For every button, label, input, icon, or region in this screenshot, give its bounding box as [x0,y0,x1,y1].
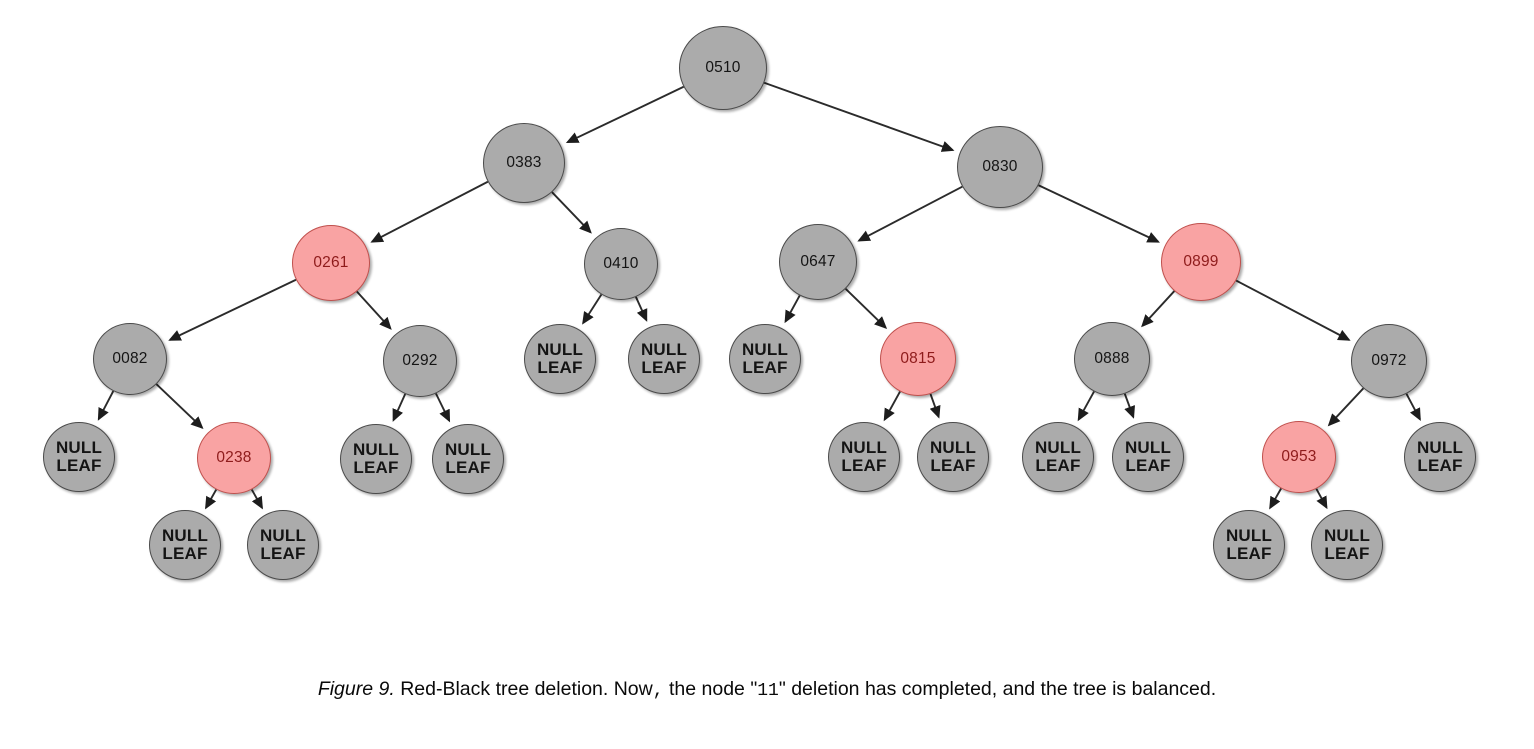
tree-node-label: 0647 [800,252,836,270]
figure-number: Figure 9 [317,678,390,700]
tree-edge [1123,393,1135,419]
tree-node-label: 0292 [402,351,438,369]
null-leaf-label: NULL LEAF [1034,437,1082,475]
tree-edge [582,294,603,325]
null-leaf-label: NULL LEAF [259,525,307,563]
tree-node-label: 0410 [603,254,639,272]
tree-edge [565,85,685,144]
tree-edge [205,489,218,510]
tree-node-0647: 0647 [779,224,857,300]
tree-node-label: 0082 [112,349,148,367]
null-leaf-node: NULL LEAF [1022,422,1094,492]
tree-node-0953: 0953 [1262,421,1336,493]
caption-quote-open: " [750,678,758,700]
caption-text-part-2: the node [663,678,751,700]
null-leaf-label: NULL LEAF [1225,525,1273,563]
tree-edges-canvas [97,81,1421,510]
null-leaf-label: NULL LEAF [840,437,888,475]
tree-edge [929,393,941,419]
caption-mono-comma: , [652,681,664,701]
tree-node-0410: 0410 [584,228,658,300]
tree-node-label: 0238 [216,448,252,466]
null-leaf-node: NULL LEAF [729,324,801,394]
caption-quote-close: " [778,678,786,700]
tree-node-0972: 0972 [1351,324,1427,398]
null-leaf-label: NULL LEAF [929,437,977,475]
tree-edge [97,390,115,421]
null-leaf-label: NULL LEAF [741,339,789,377]
null-leaf-node: NULL LEAF [247,510,319,580]
null-leaf-label: NULL LEAF [352,439,400,477]
null-leaf-label: NULL LEAF [1416,437,1464,475]
tree-node-label: 0899 [1183,252,1219,270]
tree-node-0830: 0830 [957,126,1043,208]
tree-edge [883,391,901,422]
tree-node-label: 0261 [313,253,349,271]
null-leaf-label: NULL LEAF [536,339,584,377]
null-leaf-label: NULL LEAF [1323,525,1371,563]
null-leaf-label: NULL LEAF [1124,437,1172,475]
tree-node-label: 0888 [1094,349,1130,367]
tree-node-label: 0953 [1281,447,1317,465]
caption-mono-node-value: 11 [757,681,779,701]
figure-caption: Figure 9. Red-Black tree deletion. Now, … [0,678,1534,701]
tree-edge [1038,184,1160,243]
tree-edge [551,191,592,234]
tree-node-0261: 0261 [292,225,370,301]
null-leaf-node: NULL LEAF [917,422,989,492]
null-leaf-node: NULL LEAF [149,510,221,580]
tree-node-0510: 0510 [679,26,767,110]
tree-edge [857,185,963,242]
null-leaf-label: NULL LEAF [161,525,209,563]
tree-node-0238: 0238 [197,422,271,494]
null-leaf-node: NULL LEAF [1112,422,1184,492]
tree-node-label: 0972 [1371,351,1407,369]
tree-node-0292: 0292 [383,325,457,397]
null-leaf-node: NULL LEAF [828,422,900,492]
tree-node-label: 0383 [506,153,542,171]
tree-node-label: 0510 [705,58,741,76]
tree-node-0888: 0888 [1074,322,1150,396]
null-leaf-node: NULL LEAF [340,424,412,494]
null-leaf-node: NULL LEAF [1311,510,1383,580]
tree-edge [784,295,801,324]
null-leaf-node: NULL LEAF [1404,422,1476,492]
tree-edge [356,290,392,330]
edge-group [97,81,1421,510]
tree-node-0815: 0815 [880,322,956,396]
tree-edge [370,180,489,243]
tree-node-label: 0815 [900,349,936,367]
tree-node-label: 0830 [982,157,1018,175]
tree-edge [1315,488,1328,510]
figure-number-period: . [389,678,395,700]
tree-node-0082: 0082 [93,323,167,395]
tree-edge [392,393,407,422]
tree-edge [1405,393,1421,421]
tree-edge [1327,387,1365,427]
null-leaf-node: NULL LEAF [628,324,700,394]
tree-edge [250,489,263,510]
tree-edge [1269,488,1282,510]
null-leaf-node: NULL LEAF [43,422,115,492]
tree-edge [844,288,888,329]
tree-node-0383: 0383 [483,123,565,203]
tree-edge [1141,290,1176,328]
null-leaf-label: NULL LEAF [444,439,492,477]
null-leaf-node: NULL LEAF [1213,510,1285,580]
null-leaf-node: NULL LEAF [524,324,596,394]
caption-text-part-3: deletion has completed, and the tree is … [785,678,1217,700]
tree-edge [155,383,204,429]
null-leaf-label: NULL LEAF [55,437,103,475]
tree-edge [763,81,955,152]
tree-edge [435,393,451,423]
tree-edge [1077,391,1095,422]
tree-edge [168,278,297,341]
null-leaf-node: NULL LEAF [432,424,504,494]
null-leaf-label: NULL LEAF [640,339,688,377]
tree-edge [1235,279,1351,341]
caption-text-part-1: Red-Black tree deletion. Now [394,678,653,700]
tree-node-0899: 0899 [1161,223,1241,301]
tree-edge [635,296,648,322]
